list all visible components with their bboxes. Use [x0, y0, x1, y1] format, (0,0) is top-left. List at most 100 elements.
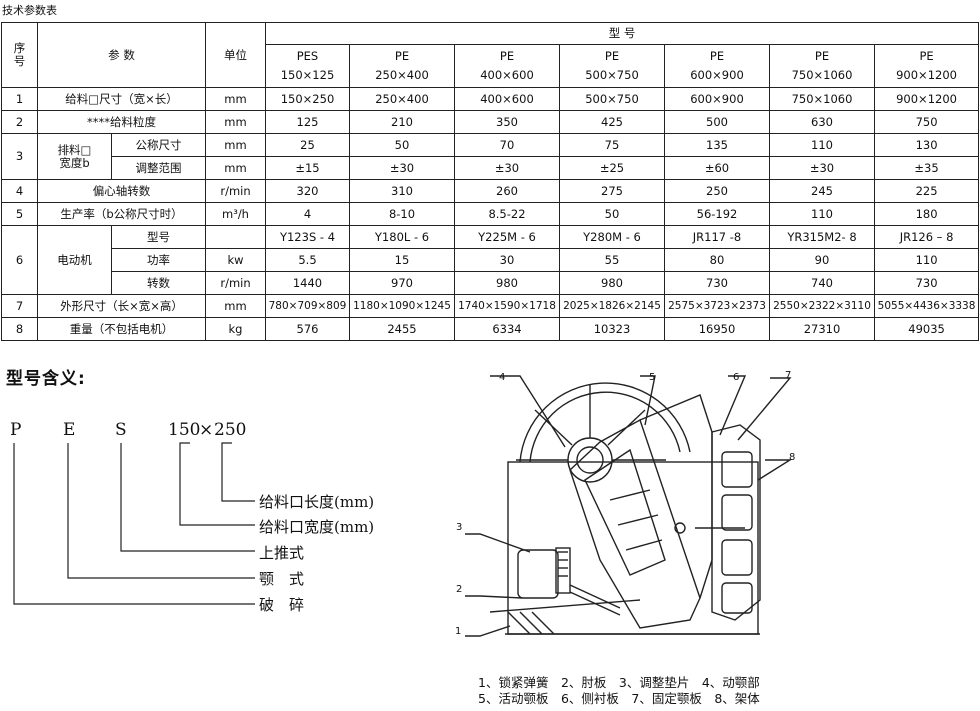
- cell: ±30: [349, 156, 455, 180]
- cell: 2575×3723×2373: [664, 294, 770, 318]
- fixed-jaw-plate: [711, 424, 761, 621]
- table-row: 转数 r/min 1440 970 980 980 730 740 730: [2, 271, 980, 295]
- cell: 49035: [873, 317, 980, 341]
- cell: 750×1060: [769, 87, 875, 111]
- meaning-title: 型号含义:: [6, 369, 86, 389]
- row-unit: kg: [205, 317, 266, 341]
- leader-8: [757, 459, 793, 481]
- cell: 55: [559, 248, 665, 272]
- table-row: 5 生产率（b公称尺寸时） m³/h 4 8-10 8.5-22 50 56-1…: [1, 202, 980, 226]
- cell: 5055×4436×3338: [873, 294, 980, 318]
- leader-3: [465, 533, 531, 553]
- leader-4: [490, 375, 566, 448]
- meaning-label-crushing: 破 碎: [259, 596, 305, 614]
- meaning-label-jaw: 颚 式: [259, 570, 305, 588]
- row-label: 功率: [111, 248, 206, 272]
- leader-2: [465, 595, 523, 599]
- cell: 1740×1590×1718: [454, 294, 560, 318]
- dim-times: ×: [199, 420, 214, 440]
- callout-4: 4: [499, 372, 505, 383]
- toggle-plate: [569, 584, 621, 609]
- table-row: 3 排料□宽度b 公称尺寸 mm 25 50 70 75 135 110 130: [1, 133, 980, 180]
- row-label: 生产率（b公称尺寸时）: [37, 202, 206, 226]
- leader-5: [640, 375, 656, 426]
- meaning-label-length: 给料口长度(mm): [259, 493, 375, 511]
- cell: 80: [664, 248, 770, 272]
- cell: 740: [769, 271, 875, 295]
- figure-legend-line2: 5、活动颚板 6、侧衬板 7、固定颚板 8、架体: [478, 691, 760, 706]
- leader-1: [465, 625, 511, 637]
- cell: 900×1200: [873, 87, 980, 111]
- header-param: 参 数: [37, 22, 206, 88]
- cell: ±35: [873, 156, 980, 180]
- header-row: 序号 参 数 单位 型 号: [1, 22, 980, 88]
- leader-6: [719, 375, 747, 436]
- cell: 750: [873, 110, 980, 134]
- meaning-label-up-push: 上推式: [259, 544, 305, 562]
- row-label: 调整范围: [111, 156, 206, 180]
- table-row: 功率 kw 5.5 15 30 55 80 90 110: [2, 248, 980, 272]
- table-row: 7 外形尺寸（长×宽×高） mm 780×709×809 1180×1090×1…: [1, 294, 980, 318]
- row-label: 外形尺寸（长×宽×高）: [37, 294, 206, 318]
- cell: 15: [349, 248, 455, 272]
- letter-e: E: [63, 420, 76, 440]
- dim-length: 250: [214, 420, 247, 440]
- cell: 25: [265, 133, 350, 157]
- row-label: 重量（不包括电机）: [37, 317, 206, 341]
- flywheel-arc: [519, 382, 691, 463]
- letter-s: S: [115, 420, 127, 440]
- cell: 310: [349, 179, 455, 203]
- row-label: 给料□尺寸（宽×长）: [37, 87, 206, 111]
- cell: 6334: [454, 317, 560, 341]
- dim-width: 150: [168, 420, 201, 440]
- table-row: 2 ****给料粒度 mm 125 210 350 425 500 630 75…: [1, 110, 980, 134]
- cell: 1440: [265, 271, 350, 295]
- row-unit: m³/h: [205, 202, 266, 226]
- cell: 27310: [769, 317, 875, 341]
- callout-5: 5: [649, 372, 655, 383]
- figure-legend-line1: 1、锁紧弹簧 2、肘板 3、调整垫片 4、动颚部: [478, 675, 760, 690]
- row-no: 6: [1, 225, 38, 295]
- row-label: 偏心轴转数: [37, 179, 206, 203]
- row-no: 8: [1, 317, 38, 341]
- row-unit: r/min: [205, 271, 266, 295]
- cell: 245: [769, 179, 875, 203]
- callout-2: 2: [456, 584, 462, 595]
- row-unit: r/min: [205, 179, 266, 203]
- table-row: 调整范围 mm ±15 ±30 ±30 ±25 ±60 ±30 ±35: [2, 156, 980, 180]
- spring-box: [517, 549, 559, 599]
- cell: 600×900: [664, 87, 770, 111]
- cell: 980: [454, 271, 560, 295]
- cell: 56-192: [664, 202, 770, 226]
- callout-8: 8: [789, 452, 795, 463]
- cell: 320: [265, 179, 350, 203]
- cell: 16950: [664, 317, 770, 341]
- cell: 576: [265, 317, 350, 341]
- row-unit: mm: [205, 87, 266, 111]
- cell: 2550×2322×3110: [769, 294, 875, 318]
- table-row: 4 偏心轴转数 r/min 320 310 260 275 250 245 22…: [1, 179, 980, 203]
- cell: 50: [559, 202, 665, 226]
- cell: 50: [349, 133, 455, 157]
- table-row: 1 给料□尺寸（宽×长） mm 150×250 250×400 400×600 …: [1, 87, 980, 111]
- cell: 730: [873, 271, 980, 295]
- cell: 2025×1826×2145: [559, 294, 665, 318]
- cell: 150×250: [265, 87, 350, 111]
- callout-7: 7: [785, 370, 791, 381]
- table-row: 8 重量（不包括电机） kg 576 2455 6334 10323 16950…: [1, 317, 980, 341]
- leader-7: [737, 377, 792, 441]
- letter-p: P: [10, 420, 22, 440]
- cell: 110: [769, 202, 875, 226]
- callout-1: 1: [455, 626, 461, 637]
- cell: 730: [664, 271, 770, 295]
- cell: YR315M2- 8: [769, 225, 875, 249]
- cell: 970: [349, 271, 455, 295]
- callout-3: 3: [456, 522, 462, 533]
- cell: 180: [873, 202, 980, 226]
